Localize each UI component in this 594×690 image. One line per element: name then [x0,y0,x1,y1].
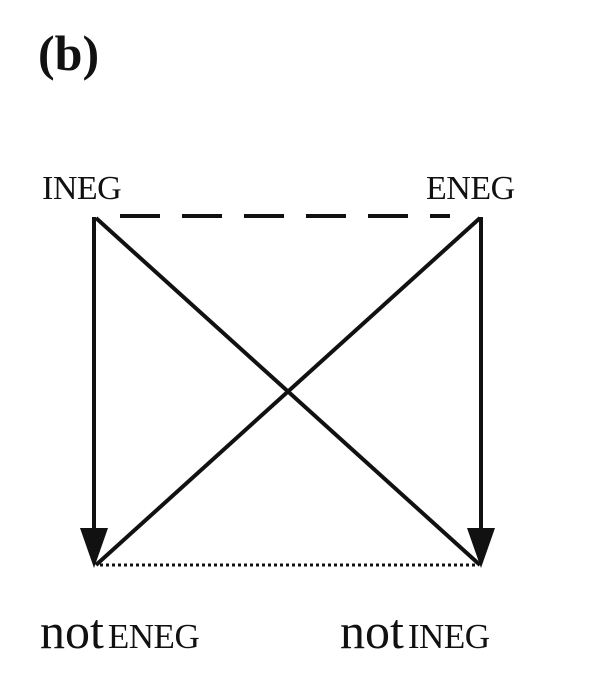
bottom-left-label: not ENEG [40,603,200,659]
top-left-label: INEG [42,170,122,207]
bottom-right-prefix: not [340,603,404,659]
diagonal-top-right-to-bottom-left [94,216,482,567]
bottom-right-label: not INEG [340,606,490,656]
panel-label: (b) [38,25,100,81]
bottom-left-term: ENEG [107,617,200,656]
bottom-left-prefix: not [40,603,104,659]
left-arrowhead [80,528,108,568]
top-right-label: ENEG [426,170,515,207]
right-arrowhead [467,528,495,568]
bottom-right-term: INEG [407,617,490,656]
